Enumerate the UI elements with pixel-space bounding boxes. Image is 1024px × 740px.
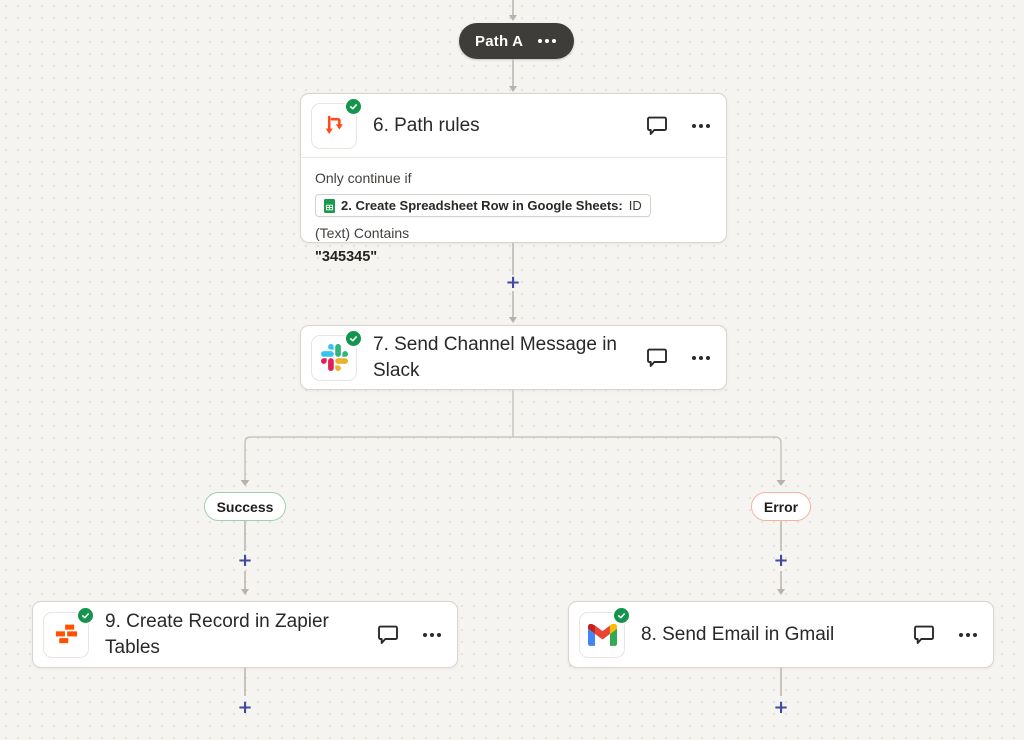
- branch-pill-success[interactable]: Success: [204, 492, 286, 521]
- branch-connector: [240, 390, 786, 486]
- connector-line: [244, 571, 246, 589]
- condition-value: "345345": [315, 249, 378, 265]
- google-sheets-icon: [324, 198, 335, 213]
- more-options-icon[interactable]: [536, 37, 558, 45]
- branch-pill-error[interactable]: Error: [751, 492, 811, 521]
- arrowhead-icon: [508, 317, 517, 323]
- comment-icon[interactable]: [910, 622, 938, 647]
- comment-icon[interactable]: [374, 622, 402, 647]
- zapier-tables-icon: [55, 624, 77, 644]
- step-title: 9. Create Record in Zapier Tables: [105, 611, 329, 658]
- success-check-icon: [76, 605, 95, 625]
- add-step-button[interactable]: +: [233, 697, 256, 719]
- zapier-tables-app-icon: [43, 605, 95, 658]
- more-options-icon[interactable]: [690, 354, 712, 362]
- more-options-icon[interactable]: [957, 631, 979, 639]
- gmail-icon: [587, 623, 617, 646]
- condition-operator: (Text) Contains: [315, 225, 410, 241]
- path-a-label: Path A: [475, 32, 524, 50]
- arrowhead-icon: [776, 589, 785, 595]
- arrowhead-icon: [240, 589, 249, 595]
- step-card-gmail[interactable]: 8. Send Email in Gmail: [568, 601, 994, 668]
- connector-line: [780, 571, 782, 589]
- rules-body: Only continue if 2. Create Spreadsheet R…: [301, 158, 726, 275]
- connector-line: [780, 668, 782, 696]
- condition-field-value: ID: [628, 198, 642, 213]
- add-step-button[interactable]: +: [769, 697, 792, 719]
- condition-row: 2. Create Spreadsheet Row in Google Shee…: [315, 194, 712, 241]
- connector-line: [512, 59, 514, 86]
- connector-line: [244, 668, 246, 696]
- comment-icon[interactable]: [643, 113, 671, 138]
- step-card-path-rules[interactable]: 6. Path rules Only continue if 2: [300, 93, 727, 265]
- condition-intro: Only continue if: [315, 170, 412, 186]
- connector-line: [780, 521, 782, 551]
- more-options-icon[interactable]: [690, 122, 712, 130]
- more-options-icon[interactable]: [421, 631, 443, 639]
- success-check-icon: [344, 328, 363, 348]
- add-step-button[interactable]: +: [233, 550, 256, 572]
- arrowhead-icon: [508, 86, 517, 92]
- comment-icon[interactable]: [643, 345, 671, 370]
- condition-field-pill[interactable]: 2. Create Spreadsheet Row in Google Shee…: [315, 194, 651, 217]
- step-card-slack[interactable]: 7. Send Channel Message in Slack: [300, 325, 727, 390]
- condition-field-label: 2. Create Spreadsheet Row in Google Shee…: [341, 198, 623, 213]
- arrowhead-icon: [508, 15, 517, 21]
- slack-icon: [320, 344, 348, 371]
- connector-line: [512, 243, 514, 275]
- branch-label: Error: [763, 498, 799, 515]
- step-title: 7. Send Channel Message in Slack: [373, 334, 617, 381]
- add-step-button[interactable]: +: [769, 550, 792, 572]
- step-title: 8. Send Email in Gmail: [641, 623, 835, 645]
- step-header: 7. Send Channel Message in Slack: [301, 326, 726, 389]
- path-split-arrows-icon: [325, 115, 343, 135]
- step-header: 6. Path rules: [301, 94, 726, 158]
- step-header: 8. Send Email in Gmail: [569, 602, 993, 667]
- step-header: 9. Create Record in Zapier Tables: [33, 602, 457, 667]
- add-step-button[interactable]: +: [501, 272, 524, 294]
- slack-app-icon: [311, 328, 363, 381]
- step-title: 6. Path rules: [373, 114, 480, 136]
- path-a-badge[interactable]: Path A: [459, 23, 575, 59]
- connector-line: [512, 291, 514, 317]
- connector-line: [512, 0, 514, 15]
- gmail-app-icon: [579, 605, 631, 658]
- success-check-icon: [612, 605, 631, 625]
- step-card-zapier-tables[interactable]: 9. Create Record in Zapier Tables: [32, 601, 458, 668]
- path-rules-app-icon: [311, 96, 363, 149]
- branch-label: Success: [216, 498, 274, 515]
- connector-line: [244, 521, 246, 551]
- success-check-icon: [344, 96, 363, 116]
